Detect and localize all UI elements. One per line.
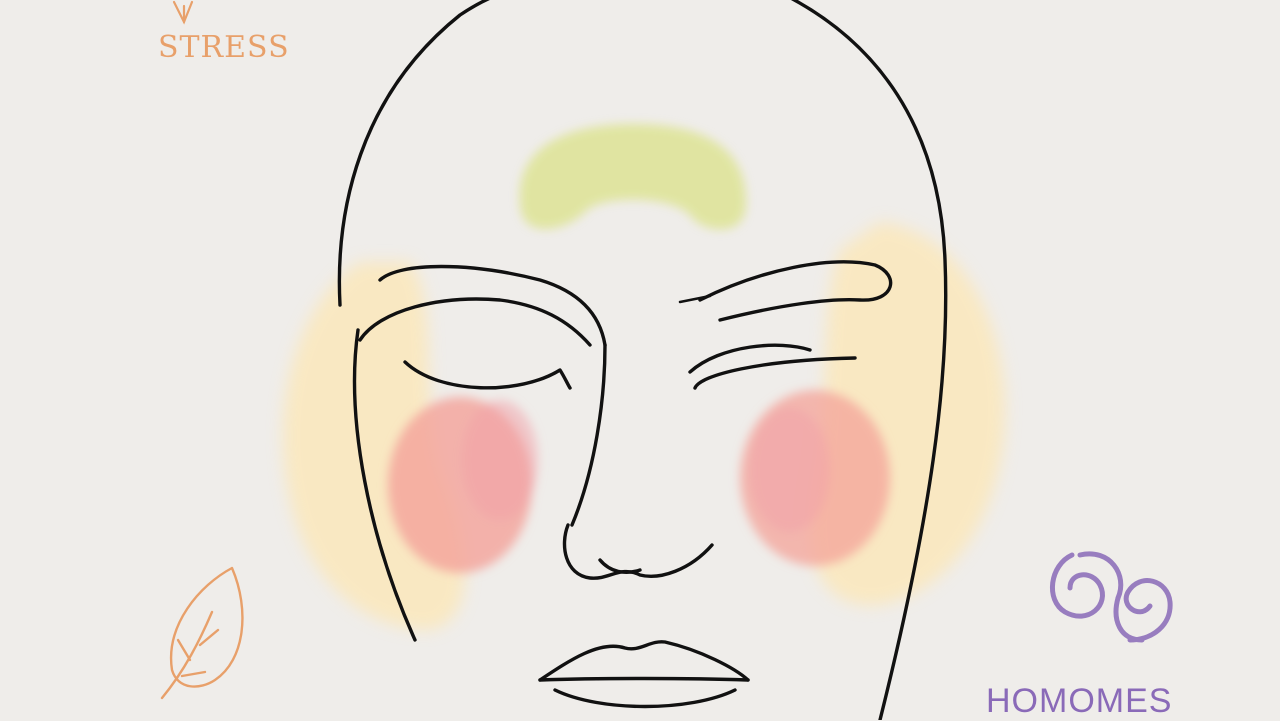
head-outline-left bbox=[337, 0, 491, 307]
nose-bridge-left bbox=[570, 343, 607, 527]
left-brow bbox=[378, 264, 607, 347]
left-cheek-inner bbox=[462, 400, 538, 520]
leaf-icon bbox=[160, 566, 244, 700]
right-eye bbox=[693, 356, 857, 390]
upper-lip bbox=[538, 640, 750, 682]
stress-label: STRESS bbox=[158, 30, 290, 65]
forehead-zone bbox=[519, 123, 747, 230]
face-line-art bbox=[337, 0, 948, 720]
jaw-left bbox=[352, 328, 417, 642]
left-brow-lower bbox=[358, 297, 592, 347]
nostril bbox=[598, 558, 642, 574]
left-eye bbox=[403, 360, 572, 390]
cheek-zones bbox=[388, 390, 890, 573]
right-brow bbox=[698, 260, 893, 322]
right-eye-lid bbox=[688, 343, 812, 374]
lip-line bbox=[538, 676, 750, 682]
head-outline-right bbox=[790, 0, 948, 720]
hormones-label: HOMOMES bbox=[986, 682, 1173, 720]
temple-zones bbox=[283, 222, 1006, 630]
right-brow-inner bbox=[678, 294, 712, 304]
right-cheek-inner bbox=[750, 408, 830, 532]
lower-lip bbox=[553, 688, 737, 709]
stress-mark-icon bbox=[172, 0, 194, 25]
swirl-icon bbox=[1049, 551, 1173, 643]
